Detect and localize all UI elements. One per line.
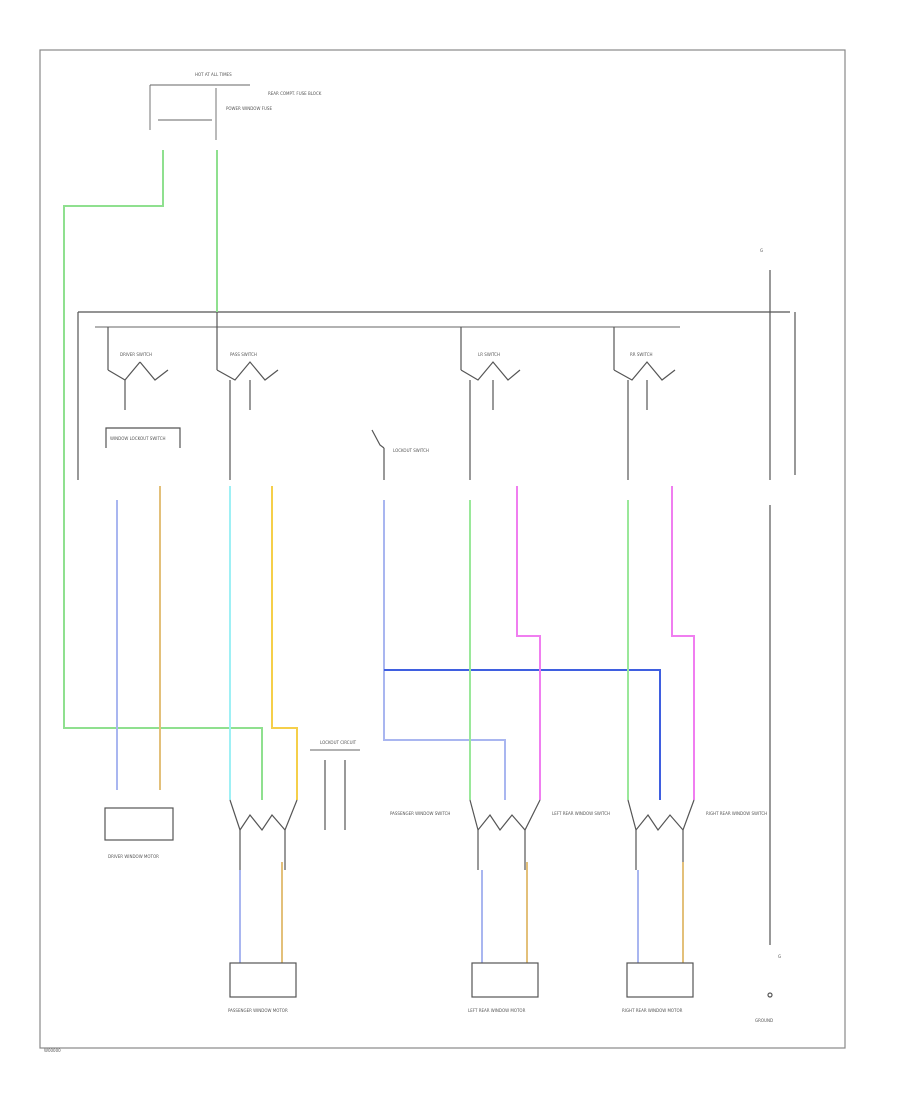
magenta-wire-lr [516, 486, 541, 800]
driver-switch-label: DRIVER SWITCH [120, 352, 152, 357]
driver-motor-label: DRIVER WINDOW MOTOR [108, 854, 159, 859]
ground-column: G GROUND G [755, 248, 796, 1023]
hot-at-all-times-label: HOT AT ALL TIMES [195, 72, 232, 77]
fuse-block-label: REAR COMPT. FUSE BLOCK [268, 91, 322, 96]
figure-id: W00000 [44, 1048, 61, 1053]
green-wire-left [63, 150, 263, 800]
blue-lockout-wire [383, 500, 506, 800]
diagram-frame [39, 49, 846, 1049]
fuse-note-label: POWER WINDOW FUSE [226, 106, 272, 111]
lr-switch-label: LR SWITCH [478, 352, 500, 357]
fuse-block: HOT AT ALL TIMES REAR COMPT. FUSE BLOCK … [149, 72, 322, 140]
lr-switch-assembly: LR SWITCH [460, 327, 521, 480]
driver-switch-assembly: DRIVER SWITCH WINDOW LOCKOUT SWITCH [77, 312, 181, 480]
top-ground-label: G [760, 248, 763, 253]
yellow-wire-pass [271, 486, 298, 800]
lockout-switch: LOCKOUT SWITCH [371, 429, 429, 480]
bottom-ground-label: G [778, 954, 781, 959]
window-lockout-label: WINDOW LOCKOUT SWITCH [110, 436, 166, 441]
pass-window-switch-label: PASSENGER WINDOW SWITCH [390, 811, 450, 816]
pass-switch-label: PASS SWITCH [230, 352, 257, 357]
blue-bus-wire [384, 669, 661, 800]
lr-window-switch-label: LEFT REAR WINDOW SWITCH [552, 811, 610, 816]
rr-window-switch: RIGHT REAR WINDOW MOTOR RIGHT REAR WINDO… [622, 799, 767, 1013]
lr-window-switch: LEFT REAR WINDOW MOTOR LEFT REAR WINDOW … [468, 799, 610, 1013]
rr-window-switch-label: RIGHT REAR WINDOW SWITCH [706, 811, 767, 816]
lockout-circuit: LOCKOUT CIRCUIT PASSENGER WINDOW SWITCH [310, 740, 450, 830]
rr-switch-label: RR SWITCH [630, 352, 653, 357]
ground-label: GROUND [755, 1018, 773, 1023]
rr-switch-assembly: RR SWITCH [613, 327, 676, 480]
driver-motor: DRIVER WINDOW MOTOR [104, 807, 174, 859]
rr-motor-label: RIGHT REAR WINDOW MOTOR [622, 1008, 683, 1013]
lockout-circuit-label: LOCKOUT CIRCUIT [320, 740, 357, 745]
lr-motor-label: LEFT REAR WINDOW MOTOR [468, 1008, 526, 1013]
pass-switch-assembly: PASS SWITCH [216, 312, 279, 480]
lockout-switch-label: LOCKOUT SWITCH [393, 448, 429, 453]
pass-window-switch: PASSENGER WINDOW MOTOR [228, 799, 298, 1013]
magenta-wire-rr [671, 486, 695, 800]
pass-motor-label: PASSENGER WINDOW MOTOR [228, 1008, 288, 1013]
